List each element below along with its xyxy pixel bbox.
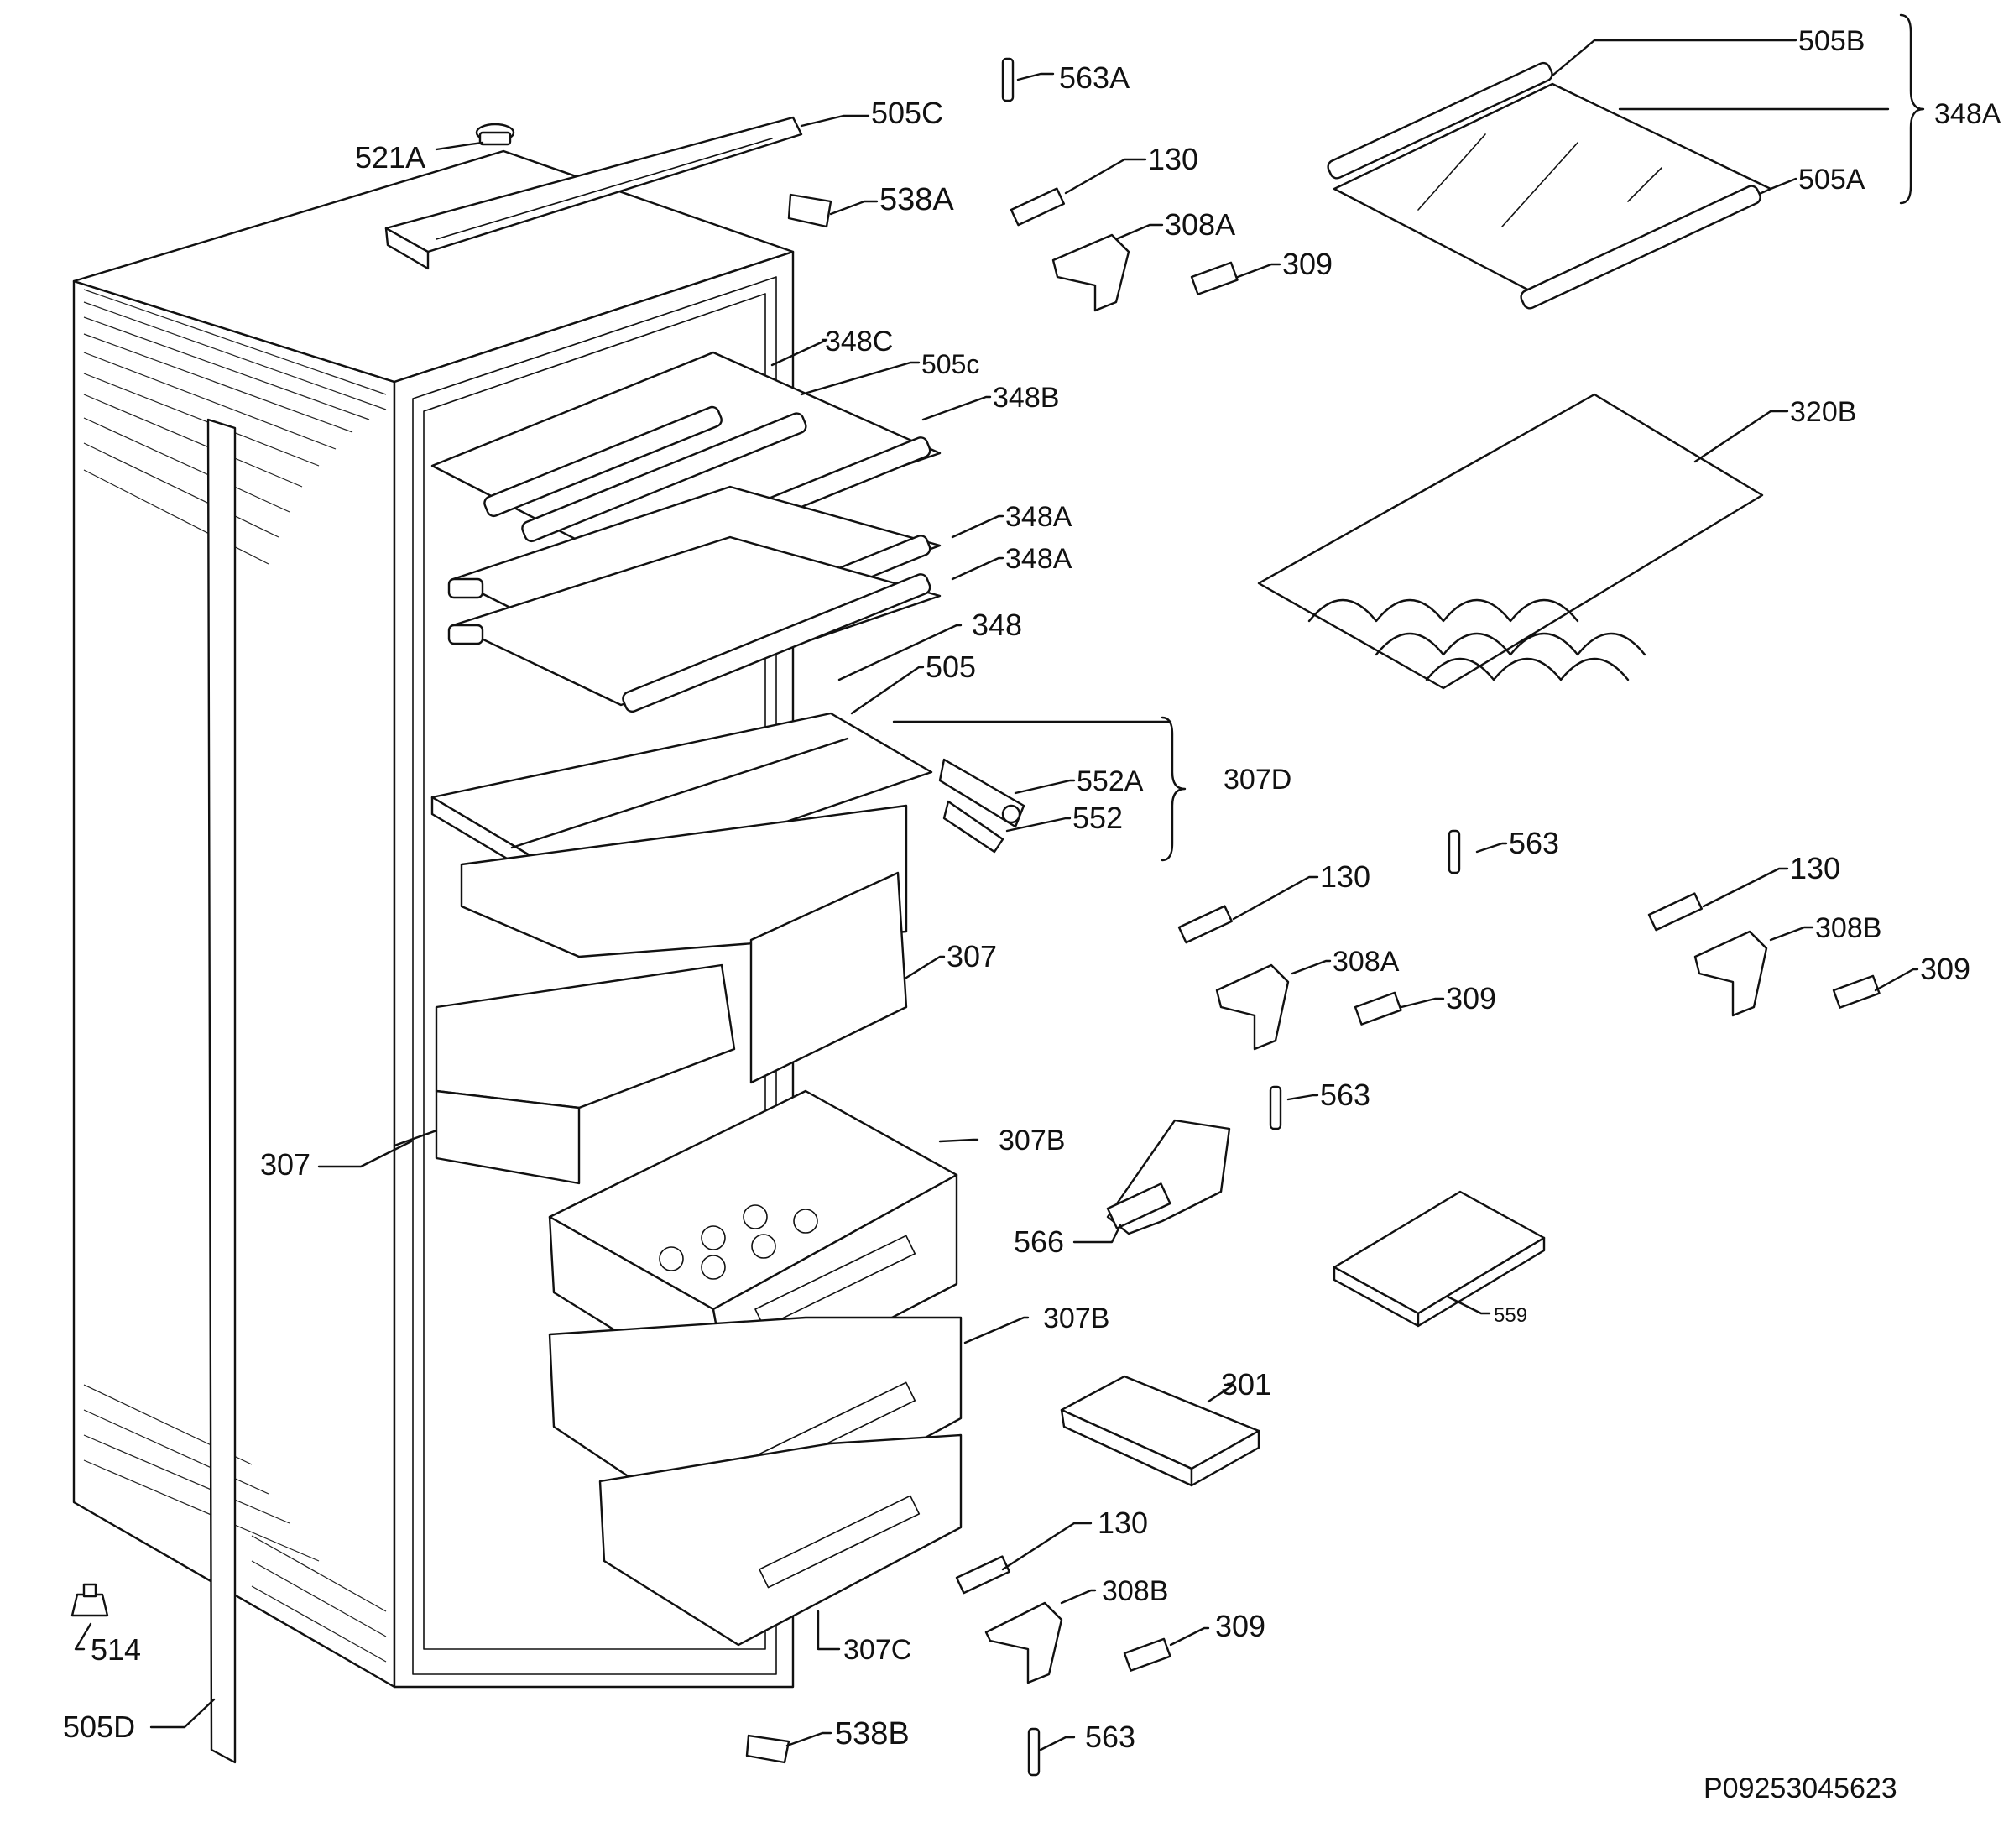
label-348a-1: 348A xyxy=(1005,501,1072,533)
glass-shelf-348a xyxy=(1327,61,1772,310)
clip-538b xyxy=(745,1734,790,1764)
label-563-mid: 563 xyxy=(1509,826,1559,860)
part-labels: 563A 505C 521A 538A 130 308A 309 505B 34… xyxy=(63,25,2001,1804)
label-348a-2: 348A xyxy=(1005,543,1072,575)
wine-rack-320b xyxy=(1257,393,1764,690)
label-307-right: 307 xyxy=(947,939,997,974)
pins-563 xyxy=(1001,57,1461,1777)
label-563-bottom: 563 xyxy=(1085,1720,1135,1754)
label-130-low: 130 xyxy=(1098,1506,1148,1540)
scraper-566 xyxy=(1106,1119,1231,1235)
label-308a-top: 308A xyxy=(1165,207,1235,242)
label-505a: 505A xyxy=(1798,164,1865,196)
label-552: 552 xyxy=(1072,801,1123,835)
ice-tray-301 xyxy=(1060,1375,1260,1487)
label-320b: 320B xyxy=(1790,396,1856,428)
label-309-mid: 309 xyxy=(1446,981,1496,1015)
label-505b: 505B xyxy=(1798,25,1865,57)
label-309-top: 309 xyxy=(1282,247,1333,281)
label-307-left: 307 xyxy=(260,1147,310,1182)
shelves xyxy=(430,351,942,713)
label-505c-top: 505C xyxy=(871,96,943,130)
label-307d: 307D xyxy=(1224,764,1291,796)
label-348c: 348C xyxy=(825,326,893,358)
label-307b-2: 307B xyxy=(1043,1302,1109,1334)
label-348a-brace: 348A xyxy=(1934,98,2001,130)
label-348: 348 xyxy=(972,608,1022,642)
label-307c: 307C xyxy=(843,1634,911,1666)
label-130-right: 130 xyxy=(1790,851,1840,885)
hinge-parts xyxy=(955,187,1881,1684)
drawing-number: P09253045623 xyxy=(1704,1772,1897,1804)
label-307b-1: 307B xyxy=(999,1125,1065,1156)
label-308b-right: 308B xyxy=(1815,912,1881,944)
label-308b-low: 308B xyxy=(1102,1575,1168,1607)
label-301: 301 xyxy=(1221,1367,1271,1402)
label-521a: 521A xyxy=(355,140,425,175)
label-563-low: 563 xyxy=(1320,1078,1370,1112)
label-505: 505 xyxy=(926,650,976,684)
top-rail-505c xyxy=(384,116,832,270)
label-309-low: 309 xyxy=(1215,1609,1265,1643)
freezer-baskets xyxy=(548,1089,963,1647)
label-130-top: 130 xyxy=(1148,142,1198,176)
label-563a-top: 563A xyxy=(1059,60,1130,95)
label-538b: 538B xyxy=(835,1716,910,1751)
label-348b: 348B xyxy=(993,382,1059,414)
label-559: 559 xyxy=(1494,1304,1527,1327)
tray-559 xyxy=(1333,1190,1546,1328)
label-308a-mid: 308A xyxy=(1333,946,1400,978)
label-514: 514 xyxy=(91,1632,141,1667)
label-566: 566 xyxy=(1014,1224,1064,1259)
label-130-mid: 130 xyxy=(1320,859,1370,894)
crisper-drawers xyxy=(435,804,908,1185)
label-505c-mid: 505c xyxy=(921,349,979,379)
leader-lines xyxy=(74,13,1925,1751)
label-538a: 538A xyxy=(879,182,954,217)
leveling-foot-514 xyxy=(70,1583,109,1617)
label-309-right: 309 xyxy=(1920,952,1970,986)
label-552a: 552A xyxy=(1077,765,1144,797)
label-505d: 505D xyxy=(63,1710,135,1744)
